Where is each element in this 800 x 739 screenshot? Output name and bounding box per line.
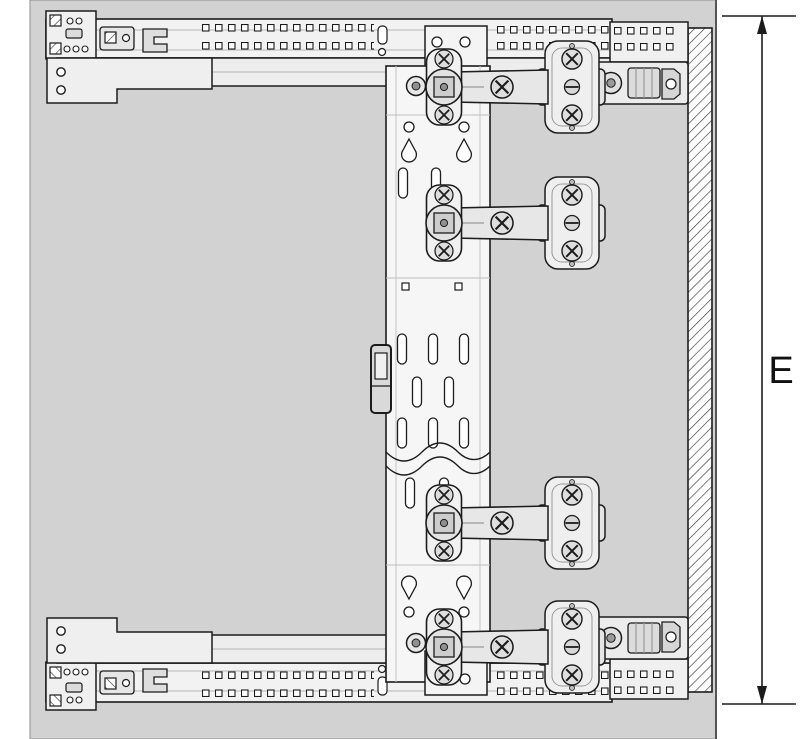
- arrow-up-icon: [757, 16, 767, 34]
- arrow-down-icon: [757, 686, 767, 704]
- vertical-mounting-rail: [370, 25, 491, 696]
- dimension-e-label: E: [768, 350, 793, 392]
- door-panel-cross-section: [687, 27, 713, 693]
- height-dimension-E: E: [722, 15, 796, 705]
